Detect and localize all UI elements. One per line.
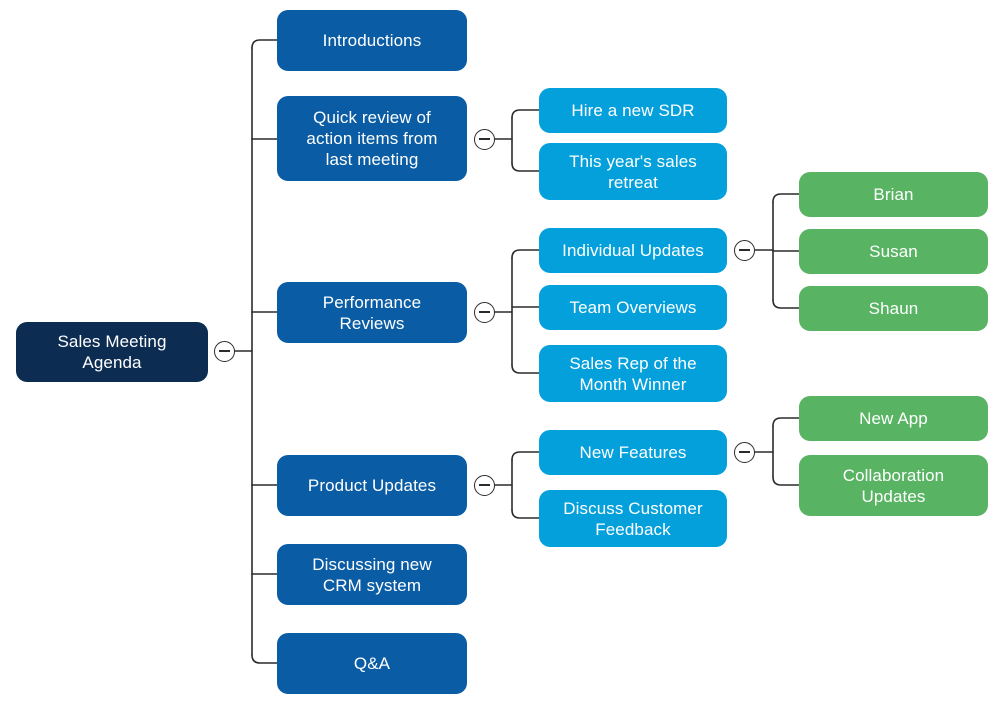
node-product-updates[interactable]: Product Updates — [277, 455, 467, 516]
node-label-root: Sales Meeting Agenda — [57, 332, 167, 372]
node-label-this-years-sales-retreat: This year's sales retreat — [569, 151, 697, 192]
node-this-years-sales-retreat[interactable]: This year's sales retreat — [539, 143, 727, 200]
node-brian[interactable]: Brian — [799, 172, 988, 217]
node-collaboration-updates[interactable]: Collaboration Updates — [799, 455, 988, 516]
node-new-features[interactable]: New Features — [539, 430, 727, 475]
collapse-toggle-product-updates[interactable] — [473, 474, 495, 496]
node-performance-reviews[interactable]: Performance Reviews — [277, 282, 467, 343]
collapse-toggle-quick-review[interactable] — [473, 128, 495, 150]
node-individual-updates[interactable]: Individual Updates — [539, 228, 727, 273]
node-quick-review[interactable]: Quick review of action items from last m… — [277, 96, 467, 181]
node-sales-rep-of-the-month-winner[interactable]: Sales Rep of the Month Winner — [539, 345, 727, 402]
node-label-shaun: Shaun — [868, 299, 919, 318]
node-label-performance-reviews: Performance Reviews — [322, 292, 422, 333]
edge-root-to-level1-arm-0 — [251, 39, 278, 49]
edge-individual-updates-to-children-arm-0 — [772, 193, 800, 203]
edge-performance-reviews-to-children-arm-0 — [511, 249, 540, 259]
node-discuss-customer-feedback[interactable]: Discuss Customer Feedback — [539, 490, 727, 547]
node-label-discuss-customer-feedback: Discuss Customer Feedback — [563, 498, 703, 539]
node-shaun[interactable]: Shaun — [799, 286, 988, 331]
edge-quick-review-to-children-arm-1 — [511, 162, 540, 172]
edge-individual-updates-to-children-arm-2 — [772, 299, 800, 309]
node-discussing-new-crm-system[interactable]: Discussing new CRM system — [277, 544, 467, 605]
node-label-individual-updates: Individual Updates — [562, 241, 704, 260]
node-label-new-features: New Features — [579, 443, 687, 462]
node-susan[interactable]: Susan — [799, 229, 988, 274]
collapse-toggle-new-features[interactable] — [733, 441, 755, 463]
edge-quick-review-to-children-arm-0 — [511, 109, 540, 119]
node-label-susan: Susan — [869, 242, 918, 261]
node-label-qa: Q&A — [353, 654, 391, 673]
node-label-introductions: Introductions — [322, 31, 422, 50]
node-qa[interactable]: Q&A — [277, 633, 467, 694]
node-new-app[interactable]: New App — [799, 396, 988, 441]
node-label-discussing-new-crm-system: Discussing new CRM system — [312, 554, 432, 595]
node-label-team-overviews: Team Overviews — [569, 298, 697, 317]
node-label-sales-rep-of-the-month-winner: Sales Rep of the Month Winner — [569, 353, 697, 394]
node-introductions[interactable]: Introductions — [277, 10, 467, 71]
node-label-collaboration-updates: Collaboration Updates — [842, 465, 945, 506]
collapse-toggle-performance-reviews[interactable] — [473, 301, 495, 323]
edge-product-updates-to-children-arm-1 — [511, 509, 540, 519]
node-team-overviews[interactable]: Team Overviews — [539, 285, 727, 330]
edge-new-features-to-children-arm-1 — [772, 476, 800, 486]
edge-root-to-level1-arm-5 — [251, 654, 278, 664]
node-label-hire-a-new-sdr: Hire a new SDR — [571, 101, 695, 120]
edge-product-updates-to-children-arm-0 — [511, 451, 540, 461]
collapse-toggle-root[interactable] — [213, 340, 235, 362]
edge-performance-reviews-to-children-arm-2 — [511, 364, 540, 374]
collapse-toggle-individual-updates[interactable] — [733, 239, 755, 261]
edge-new-features-to-children-arm-0 — [772, 417, 800, 427]
node-label-product-updates: Product Updates — [307, 476, 437, 495]
node-label-new-app: New App — [859, 409, 928, 428]
node-label-quick-review: Quick review of action items from last m… — [306, 108, 438, 169]
node-hire-a-new-sdr[interactable]: Hire a new SDR — [539, 88, 727, 133]
node-root[interactable]: Sales Meeting Agenda — [16, 322, 208, 382]
node-label-brian: Brian — [873, 185, 914, 204]
